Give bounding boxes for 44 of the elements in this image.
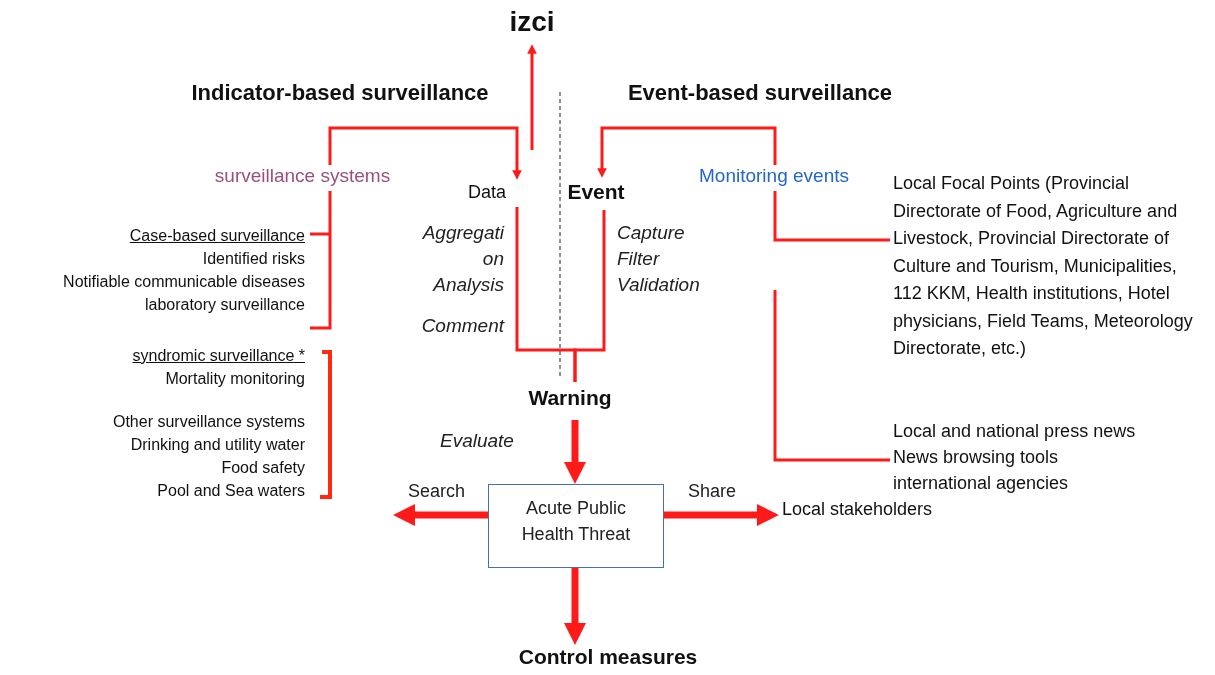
recipient-label: Local stakeholders: [782, 499, 976, 525]
step-note: Evaluate: [440, 429, 515, 453]
arrow: [563, 568, 587, 645]
source-list-item: Identified risks: [201, 249, 305, 269]
source-list-item: international agencies: [893, 472, 1070, 495]
source-list-item: Notifiable communicable diseases: [62, 272, 305, 292]
step-label: Warning: [510, 386, 630, 418]
source-list-item: Mortality monitoring: [164, 369, 305, 389]
step-note: Validation: [617, 273, 701, 297]
step-note: Capture: [617, 221, 686, 245]
category-label: Monitoring events: [676, 165, 872, 191]
edge-label: Share: [688, 481, 737, 502]
step-label: Data: [460, 182, 514, 207]
source-list-item: Drinking and utility water: [129, 435, 305, 455]
outcome-label: Control measures: [486, 645, 730, 675]
source-list-item: Food safety: [220, 458, 305, 478]
arrow: [597, 126, 777, 178]
connector-line: [573, 210, 606, 382]
process-box: Acute Public Health Threat: [488, 484, 664, 568]
source-list-item: Other surveillance systems: [111, 412, 305, 432]
source-list-item: syndromic surveillance *: [131, 346, 305, 366]
step-note: Analysis: [431, 273, 504, 297]
section-heading: Event-based surveillance: [590, 80, 930, 112]
connector-line: [773, 290, 890, 462]
step-note: Comment: [420, 314, 504, 338]
source-list-item: laboratory surveillance: [143, 295, 305, 315]
source-list-item: News browsing tools: [893, 446, 1060, 469]
connector-line: [308, 189, 332, 330]
section-heading: Indicator-based surveillance: [150, 80, 530, 112]
source-list-item: Case-based surveillance: [128, 226, 305, 246]
step-label: Event: [557, 180, 635, 210]
step-note: Aggregati on: [421, 221, 504, 271]
arrow: [393, 503, 488, 527]
arrow: [527, 44, 537, 150]
source-list-item: Local and national press news: [893, 420, 1137, 443]
source-list-item: Pool and Sea waters: [156, 481, 305, 501]
step-note: Filter: [617, 247, 661, 271]
source-description: Local Focal Points (Provincial Directorate of Food, Agriculture and Livestock, Provincial Directorate of Culture and Tourism, Municipalities, 112 KKM, Health institutions, Hotel physicians, Field Teams, Meteorology Directorate, etc.): [893, 170, 1205, 392]
edge-label: Search: [408, 481, 466, 502]
category-label: surveillance systems: [190, 165, 415, 191]
arrow: [328, 126, 522, 180]
title-text: izci: [496, 6, 568, 42]
arrow: [664, 503, 779, 527]
connector-line: [773, 191, 890, 242]
